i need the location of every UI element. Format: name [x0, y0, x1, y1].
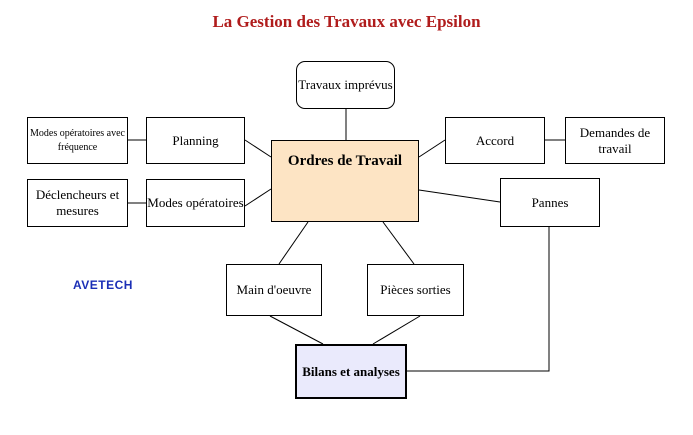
node-declencheurs-mesures-label: Déclencheurs et mesures: [35, 187, 120, 218]
node-modes-operatoires: Modes opératoires: [146, 179, 245, 227]
node-pannes-label: Pannes: [531, 194, 569, 210]
connector-center-pannes: [418, 189, 501, 203]
node-bilans-analyses-label: Bilans et analyses: [302, 363, 400, 379]
node-travaux-imprevus: Travaux imprévus: [296, 61, 395, 109]
node-main-oeuvre: Main d'oeuvre: [226, 264, 322, 316]
node-planning-label: Planning: [172, 132, 219, 148]
node-ordres-de-travail-label: Ordres de Travail: [287, 153, 403, 169]
brand-logo: AVETECH: [73, 278, 133, 292]
connector-pannes-bilans: [407, 227, 550, 372]
node-pieces-sorties: Pièces sorties: [367, 264, 464, 316]
node-modes-operatoires-frequence-label: Modes opératoires avec fréquence: [30, 127, 125, 153]
node-demandes-de-travail-label: Demandes de travail: [579, 124, 651, 156]
node-ordres-de-travail: Ordres de Travail: [271, 140, 419, 222]
node-demandes-de-travail: Demandes de travail: [565, 117, 665, 164]
node-travaux-imprevus-label: Travaux imprévus: [298, 77, 393, 92]
node-modes-operatoires-label: Modes opératoires: [147, 195, 244, 210]
node-declencheurs-mesures: Déclencheurs et mesures: [27, 179, 128, 227]
page-title: La Gestion des Travaux avec Epsilon: [212, 12, 481, 31]
connector-modes-center: [244, 188, 272, 207]
node-main-oeuvre-label: Main d'oeuvre: [236, 282, 312, 297]
connector-accord-center: [418, 139, 446, 158]
node-pieces-sorties-label: Pièces sorties: [380, 282, 451, 297]
node-accord-label: Accord: [475, 132, 515, 148]
node-accord: Accord: [445, 117, 545, 164]
node-bilans-analyses: Bilans et analyses: [295, 344, 407, 399]
connector-planning-center: [244, 139, 272, 158]
node-planning: Planning: [146, 117, 245, 164]
connector-center-main: [278, 221, 309, 265]
connector-center-pieces: [382, 221, 415, 265]
connector-main-bilans: [269, 315, 324, 345]
node-modes-operatoires-frequence: Modes opératoires avec fréquence: [27, 117, 128, 164]
node-pannes: Pannes: [500, 178, 600, 227]
connector-pieces-bilans: [372, 315, 421, 345]
